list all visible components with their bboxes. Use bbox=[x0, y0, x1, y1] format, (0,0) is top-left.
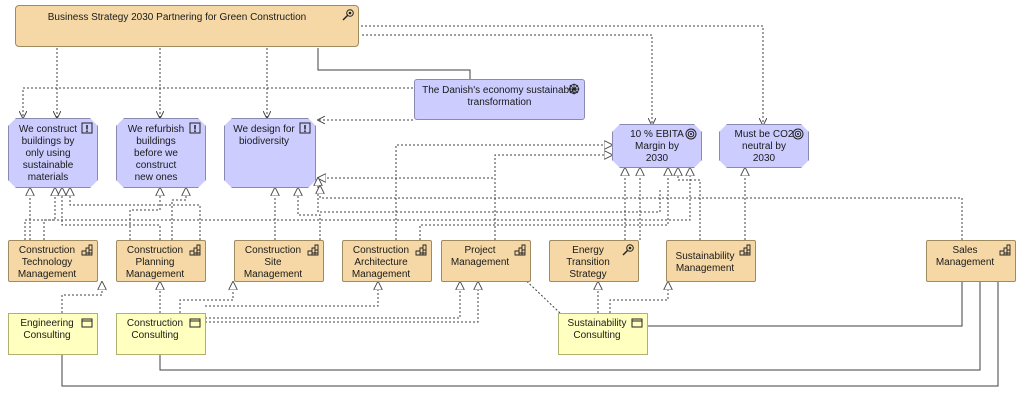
business-strategy-node[interactable]: Business Strategy 2030 Partnering for Gr… bbox=[15, 5, 359, 47]
link-strategy-co2 bbox=[357, 25, 763, 125]
grid-steps-icon bbox=[514, 244, 526, 256]
real-cam-req3 bbox=[298, 188, 321, 240]
grid-steps-icon bbox=[415, 244, 427, 256]
real-pm-ebita bbox=[494, 155, 612, 240]
capability-construction-technology-node[interactable]: Construction Technology Management bbox=[8, 240, 98, 282]
requirement-refurbish-label: We refurbish buildings before we constru… bbox=[127, 124, 185, 183]
grid-steps-icon bbox=[999, 244, 1011, 256]
folder-icon bbox=[631, 317, 643, 329]
exclamation-icon bbox=[81, 122, 93, 134]
goal-ebita-label: 10 % EBITA Margin by 2030 bbox=[630, 129, 684, 164]
real-sm-ebita2 bbox=[678, 168, 701, 240]
capability-sales-management-node[interactable]: Sales Management bbox=[926, 240, 1016, 282]
goal-co2-label: Must be CO2 neutral by 2030 bbox=[734, 129, 794, 164]
wheel-icon bbox=[568, 83, 580, 95]
resource-engineering-consulting-node[interactable]: Engineering Consulting bbox=[8, 313, 98, 355]
assign-sales-sust bbox=[648, 282, 963, 327]
link-strategy-ebita bbox=[362, 34, 652, 125]
capability-construction-technology-label: Construction Technology Management bbox=[17, 245, 77, 280]
capability-sales-management-label: Sales Management bbox=[935, 245, 995, 268]
capability-project-management-node[interactable]: Project Management bbox=[441, 240, 531, 282]
capability-project-management-label: Project Management bbox=[450, 245, 510, 268]
resource-construction-consulting-node[interactable]: Construction Consulting bbox=[116, 313, 206, 355]
resource-construction-consulting-label: Construction Consulting bbox=[126, 318, 184, 341]
capability-sustainability-management-label: Sustainability Management bbox=[675, 251, 735, 274]
real-cpm-req2 bbox=[171, 188, 186, 240]
capability-energy-transition-label: Energy Transition Strategy bbox=[566, 245, 610, 280]
requirement-biodiversity-node[interactable]: We design for biodiversity bbox=[224, 118, 316, 188]
requirement-refurbish-node[interactable]: We refurbish buildings before we constru… bbox=[116, 118, 206, 188]
resource-sustainability-consulting-label: Sustainability Consulting bbox=[567, 318, 627, 341]
danish-economy-driver-node[interactable]: The Danish's economy sustainable transfo… bbox=[414, 79, 585, 120]
exclamation-icon bbox=[189, 122, 201, 134]
requirement-sustainable-materials-node[interactable]: We construct buildings by only using sus… bbox=[8, 118, 98, 188]
real-cam-ebita bbox=[395, 145, 612, 240]
link-strategy-driver bbox=[317, 48, 471, 82]
folder-icon bbox=[189, 317, 201, 329]
grid-steps-icon bbox=[739, 244, 751, 256]
real-res-cons-cam bbox=[205, 282, 378, 307]
requirement-sustainable-materials-label: We construct buildings by only using sus… bbox=[18, 124, 78, 183]
grid-steps-icon bbox=[189, 244, 201, 256]
real-sm-req3 bbox=[318, 178, 661, 213]
capability-construction-site-label: Construction Site Management bbox=[243, 245, 303, 280]
target-icon bbox=[792, 128, 804, 140]
grid-steps-icon bbox=[81, 244, 93, 256]
real-sales-req3 bbox=[320, 186, 963, 240]
capability-construction-planning-label: Construction Planning Management bbox=[125, 245, 185, 280]
capability-sustainability-management-node[interactable]: Sustainability Management bbox=[666, 240, 756, 282]
real-csm-req1 bbox=[70, 188, 201, 240]
real-res-cons-pm2 bbox=[205, 282, 478, 323]
danish-economy-driver-label: The Danish's economy sustainable transfo… bbox=[422, 85, 577, 108]
assign-sales-eng bbox=[61, 282, 999, 387]
real-cpm-req1 bbox=[62, 188, 161, 240]
folder-icon bbox=[81, 317, 93, 329]
resource-sustainability-consulting-node[interactable]: Sustainability Consulting bbox=[558, 313, 648, 355]
influence-links bbox=[23, 25, 763, 125]
capability-energy-transition-node[interactable]: Energy Transition Strategy bbox=[549, 240, 639, 282]
target-icon bbox=[685, 128, 697, 140]
real-ctm-req1b bbox=[43, 188, 55, 240]
real-res-cons-csm bbox=[179, 282, 233, 313]
goal-co2-node[interactable]: Must be CO2 neutral by 2030 bbox=[719, 124, 809, 168]
real-res-cons-pm bbox=[205, 282, 460, 319]
capability-construction-architecture-node[interactable]: Construction Architecture Management bbox=[342, 240, 432, 282]
real-res-eng-ctm bbox=[61, 282, 102, 313]
business-strategy-label: Business Strategy 2030 Partnering for Gr… bbox=[47, 12, 307, 23]
real-ctm-ebita-extra bbox=[24, 168, 690, 240]
real-res-sust-sm bbox=[609, 282, 668, 313]
assign-sales-cons bbox=[159, 282, 981, 371]
real-cam-req2 bbox=[129, 188, 160, 240]
goal-ebita-node[interactable]: 10 % EBITA Margin by 2030 bbox=[612, 124, 702, 168]
resource-engineering-consulting-label: Engineering Consulting bbox=[20, 318, 74, 341]
arrow-target-icon bbox=[342, 9, 354, 21]
grid-steps-icon bbox=[307, 244, 319, 256]
real-pm-req3 bbox=[318, 178, 496, 240]
exclamation-icon bbox=[299, 122, 311, 134]
arrow-target-icon bbox=[622, 244, 634, 256]
real-csm-ebita bbox=[419, 168, 668, 240]
capability-construction-planning-node[interactable]: Construction Planning Management bbox=[116, 240, 206, 282]
capability-construction-site-node[interactable]: Construction Site Management bbox=[234, 240, 324, 282]
capability-construction-architecture-label: Construction Architecture Management bbox=[351, 245, 411, 280]
requirement-biodiversity-label: We design for biodiversity bbox=[233, 124, 295, 147]
link-driver-construct bbox=[23, 87, 413, 118]
